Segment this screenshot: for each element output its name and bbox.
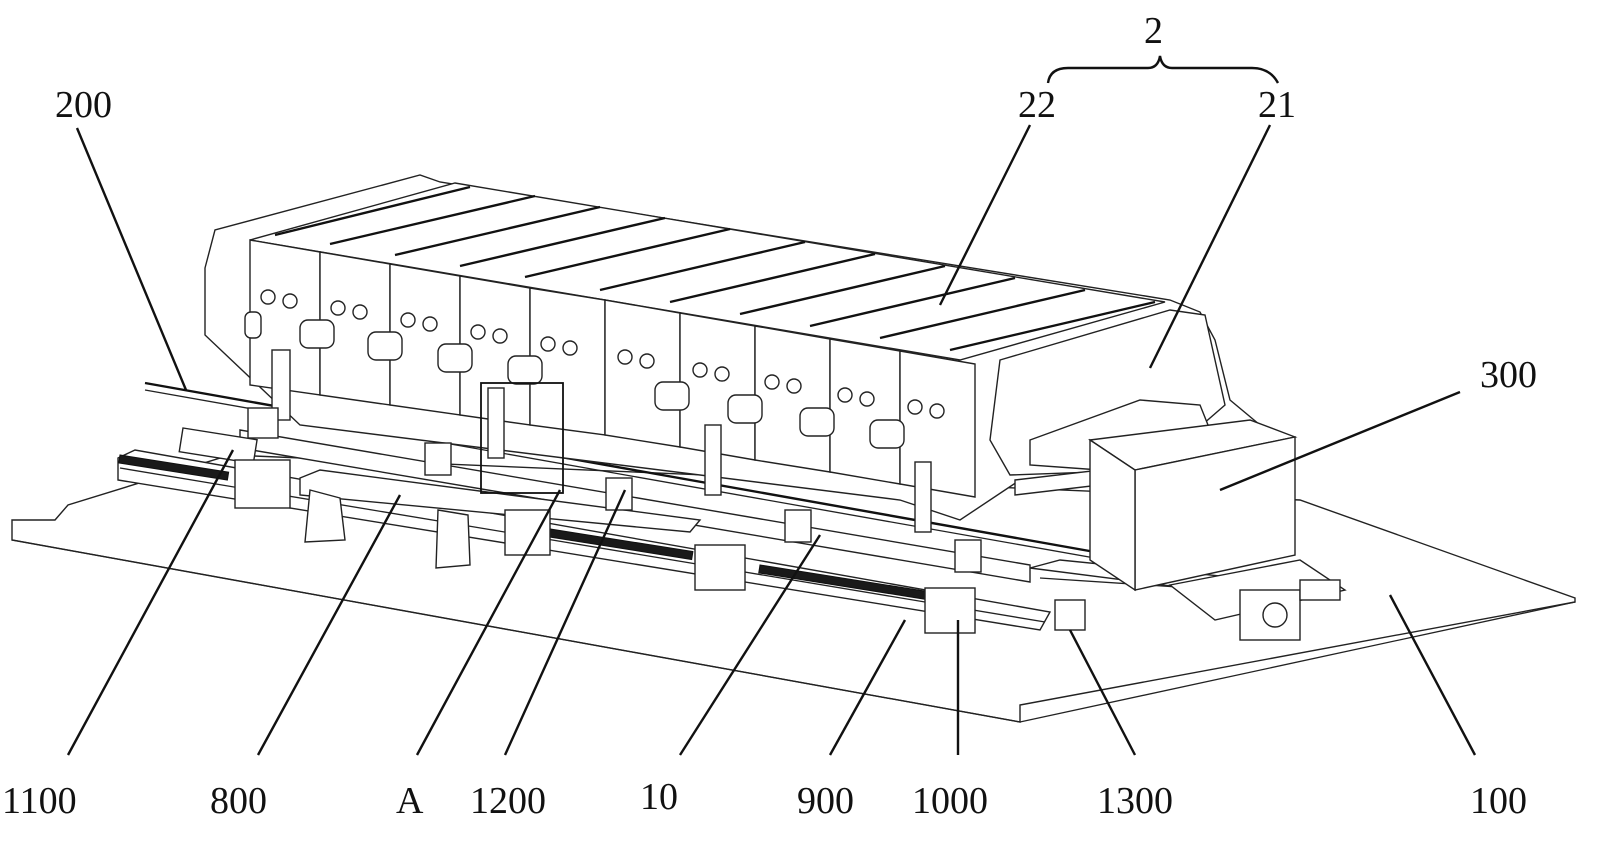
label-2: 2 xyxy=(1144,10,1163,52)
label-100: 100 xyxy=(1470,780,1527,822)
label-A: A xyxy=(396,780,424,822)
support-foot xyxy=(304,489,346,543)
label-21: 21 xyxy=(1258,84,1296,126)
frame-windows xyxy=(244,311,905,449)
leader-lines xyxy=(66,124,1477,756)
label-22: 22 xyxy=(1018,84,1056,126)
label-10: 10 xyxy=(640,776,678,818)
label-1200: 1200 xyxy=(470,780,546,822)
shaft-800 xyxy=(299,469,702,533)
label-900: 900 xyxy=(797,780,854,822)
support-foot-2 xyxy=(435,509,471,569)
cell-plates xyxy=(249,239,976,498)
label-1100: 1100 xyxy=(2,780,77,822)
rail-slots xyxy=(118,454,929,601)
terminals xyxy=(260,289,945,419)
label-800: 800 xyxy=(210,780,267,822)
label-1300: 1300 xyxy=(1097,780,1173,822)
bracket-2 xyxy=(1046,55,1280,84)
label-300: 300 xyxy=(1480,354,1537,396)
label-1000: 1000 xyxy=(912,780,988,822)
label-200: 200 xyxy=(55,84,112,126)
clamp-brackets xyxy=(247,349,982,573)
detail-box-A xyxy=(480,382,564,494)
